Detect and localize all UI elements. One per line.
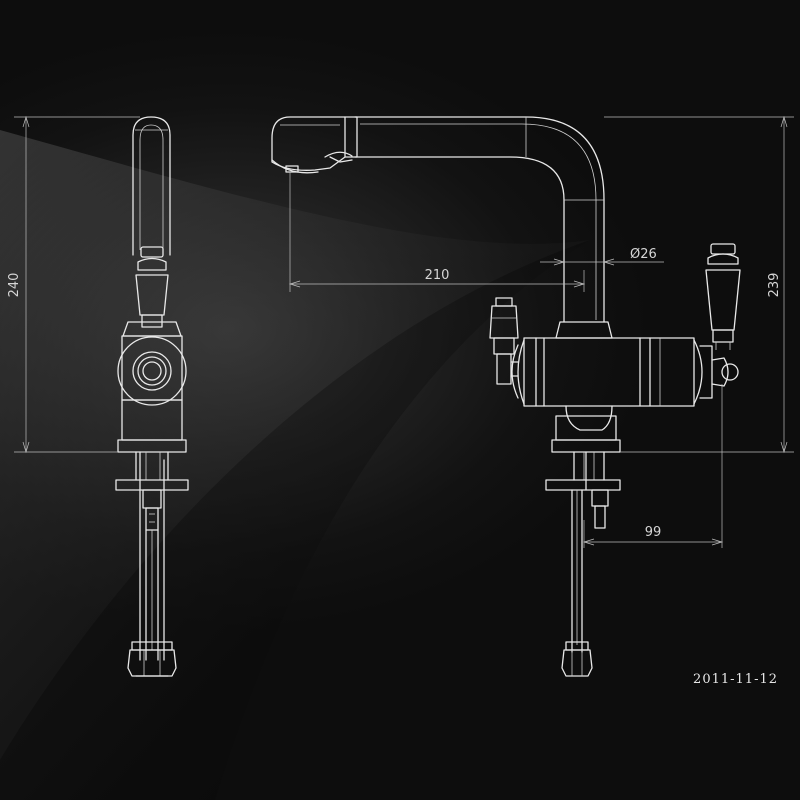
dimension-99 [582, 384, 724, 548]
front-hose-nut-icon [561, 641, 593, 677]
spacing-99-label: 99 [645, 525, 662, 540]
dimension-239 [604, 115, 794, 454]
front-view [271, 115, 794, 677]
height-239-label: 239 [767, 273, 782, 298]
dimension-diameter-26 [540, 258, 664, 266]
side-view [14, 115, 189, 677]
dimension-240 [14, 115, 140, 454]
spray-head-icon [271, 116, 358, 174]
height-240-label: 240 [7, 273, 22, 298]
reach-210-label: 210 [425, 268, 450, 283]
side-hose-nut-icon [127, 641, 177, 677]
drawing-date: 2011-11-12 [693, 672, 778, 687]
dimension-210 [288, 172, 586, 292]
side-lever-icon [135, 246, 169, 328]
diameter-26-label: Ø26 [630, 247, 657, 262]
right-lever-handle-icon [705, 243, 741, 350]
side-outlet-icon [117, 336, 187, 406]
left-valve-handle-icon [489, 297, 519, 385]
